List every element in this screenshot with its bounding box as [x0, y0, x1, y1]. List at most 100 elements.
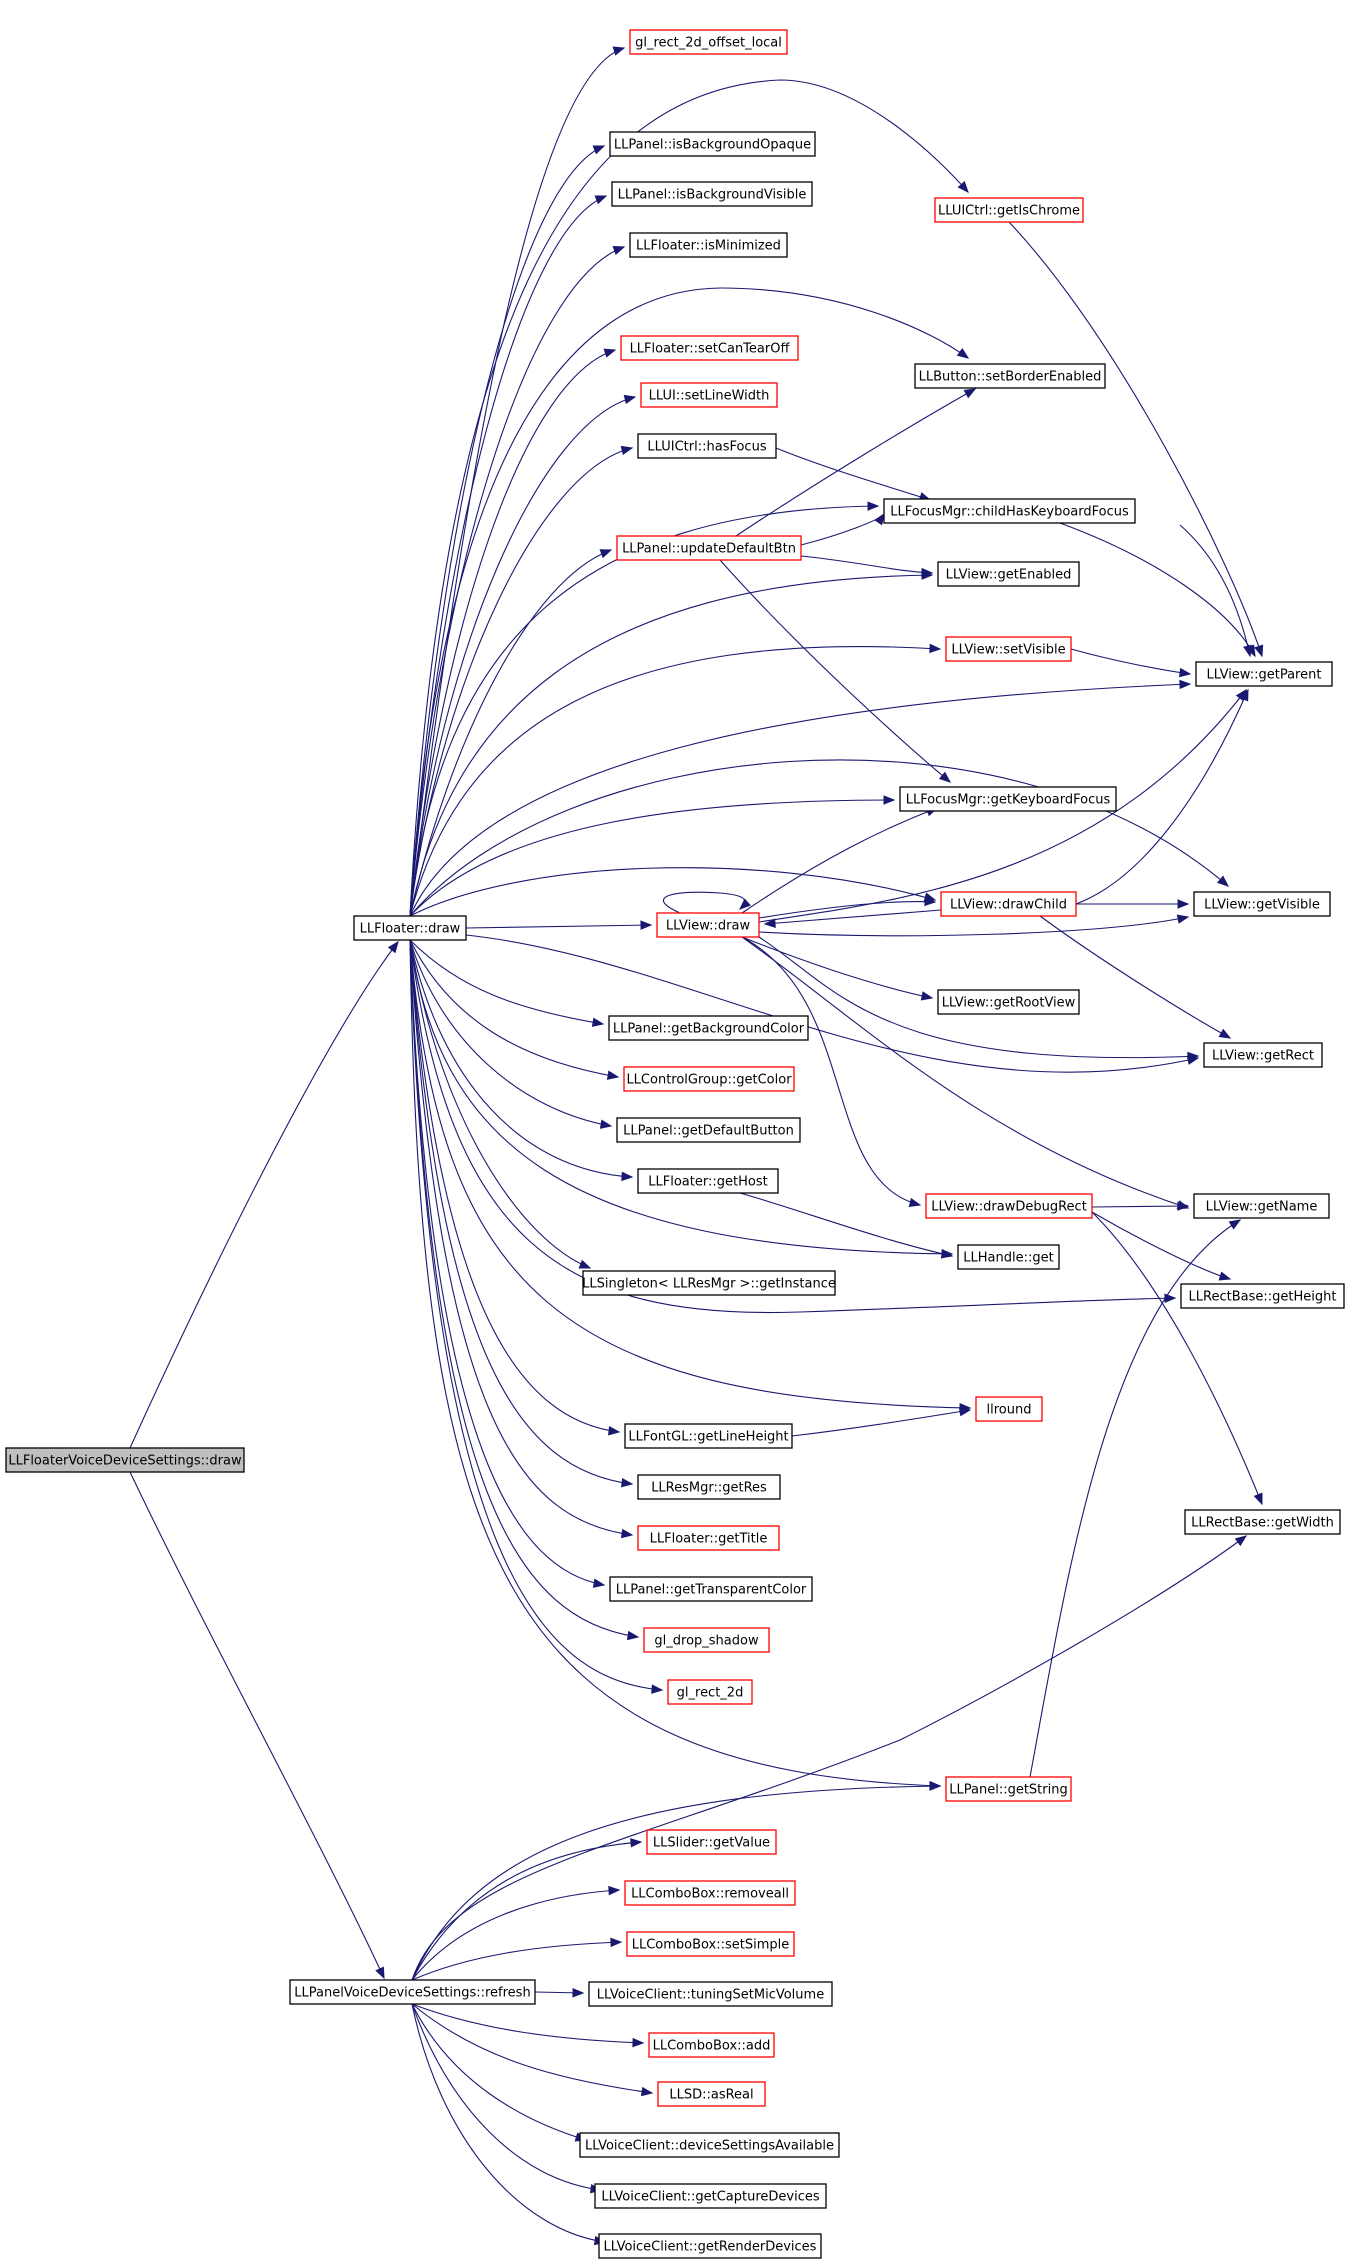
node-refresh: LLPanelVoiceDeviceSettings::refresh: [289, 1979, 536, 2005]
edge-upd-to-enabled: [800, 555, 934, 578]
node-rect: LLView::getRect: [1203, 1042, 1323, 1068]
edge-dchild-to-visible: [1076, 899, 1190, 909]
node-label: LLFloater::isMinimized: [636, 239, 781, 254]
edge-fdraw-to-title: [409, 939, 634, 1539]
node-getRes: LLResMgr::getRes: [637, 1474, 781, 1500]
node-label: LLFloater::setCanTearOff: [630, 342, 791, 357]
node-label: LLPanelVoiceDeviceSettings::refresh: [294, 1986, 530, 2001]
node-setSimple[interactable]: LLComboBox::setSimple: [626, 1931, 795, 1957]
edge-fdraw-to-vdraw: [465, 920, 653, 930]
edge-vdraw-to-dbg: [741, 936, 922, 1208]
node-upd[interactable]: LLPanel::updateDefaultBtn: [616, 535, 802, 561]
edge-fdraw-to-singleton: [409, 939, 592, 1269]
node-label: LLPanel::getTransparentColor: [616, 1583, 807, 1598]
node-label: LLView::drawDebugRect: [931, 1200, 1087, 1215]
node-label: LLFloater::draw: [360, 922, 461, 937]
node-label: LLVoiceClient::getCaptureDevices: [601, 2190, 820, 2205]
node-label: gl_rect_2d: [677, 1686, 744, 1701]
node-cgColor[interactable]: LLControlGroup::getColor: [623, 1066, 795, 1092]
node-singleton: LLSingleton< LLResMgr >::getInstance: [582, 1270, 836, 1296]
node-label: LLVoiceClient::deviceSettingsAvailable: [585, 2139, 834, 2154]
node-getString[interactable]: LLPanel::getString: [945, 1776, 1072, 1802]
node-shadow[interactable]: gl_drop_shadow: [643, 1627, 770, 1653]
node-tear[interactable]: LLFloater::setCanTearOff: [620, 335, 799, 361]
node-gl_off[interactable]: gl_rect_2d_offset_local: [629, 29, 788, 55]
node-childKF: LLFocusMgr::childHasKeyboardFocus: [883, 498, 1136, 524]
edge-fdraw-to-childKF: [409, 501, 880, 917]
node-sliderVal[interactable]: LLSlider::getValue: [646, 1829, 777, 1855]
node-label: gl_rect_2d_offset_local: [635, 36, 782, 51]
edge-fdraw-to-setVis: [409, 643, 942, 917]
node-label: LLUI::setLineWidth: [649, 389, 770, 404]
edge-vdraw-to-rootView: [741, 936, 934, 1001]
node-dchild[interactable]: LLView::drawChild: [940, 891, 1077, 917]
edge-vdraw-to-name: [741, 936, 1190, 1210]
node-dbg[interactable]: LLView::drawDebugRect: [925, 1193, 1093, 1219]
edge-fdraw-to-transp: [409, 939, 606, 1588]
edge-vdraw-to-rect: [758, 936, 1200, 1062]
edge-vdraw-to-visible: [758, 914, 1190, 937]
node-fdraw: LLFloater::draw: [353, 915, 467, 941]
node-name: LLView::getName: [1193, 1193, 1330, 1219]
node-rect2d[interactable]: gl_rect_2d: [667, 1679, 753, 1705]
node-label: LLView::getName: [1206, 1200, 1318, 1215]
node-width: LLRectBase::getWidth: [1184, 1509, 1341, 1535]
edge-dbg-to-name: [1091, 1201, 1190, 1211]
node-llround[interactable]: llround: [975, 1396, 1043, 1422]
node-handle: LLHandle::get: [957, 1244, 1060, 1270]
edge-setVis-to-parent: [1070, 648, 1192, 678]
node-bgOpaque: LLPanel::isBackgroundOpaque: [609, 131, 816, 157]
node-label: LLFloater::getTitle: [650, 1532, 768, 1547]
node-renDev: LLVoiceClient::getRenderDevices: [598, 2233, 822, 2259]
node-title[interactable]: LLFloater::getTitle: [637, 1525, 780, 1551]
node-lineW[interactable]: LLUI::setLineWidth: [640, 382, 778, 408]
node-label: LLRectBase::getWidth: [1191, 1516, 1334, 1531]
edge-fdraw-to-rect: [465, 934, 1200, 1073]
edge-fdraw-to-visible: [409, 759, 1230, 917]
node-bgColor: LLPanel::getBackgroundColor: [608, 1015, 809, 1041]
edge-fdraw-to-host: [409, 939, 634, 1182]
node-cbAdd[interactable]: LLComboBox::add: [648, 2032, 775, 2058]
edge-refresh-to-micVol: [534, 1988, 585, 1998]
node-removeall[interactable]: LLComboBox::removeall: [624, 1880, 796, 1906]
node-chrome[interactable]: LLUICtrl::getIsChrome: [934, 197, 1084, 223]
node-label: LLPanel::getBackgroundColor: [613, 1022, 805, 1037]
node-root: LLFloaterVoiceDeviceSettings::draw: [5, 1447, 245, 1473]
node-capDev: LLVoiceClient::getCaptureDevices: [594, 2183, 827, 2209]
edge-refresh-to-devAvail: [411, 2003, 588, 2142]
edge-fdraw-to-defBtn: [409, 939, 613, 1129]
edge-fdraw-to-gl_off: [409, 46, 626, 917]
node-visible: LLView::getVisible: [1193, 891, 1331, 917]
node-height: LLRectBase::getHeight: [1180, 1283, 1345, 1309]
node-lineH: LLFontGL::getLineHeight: [624, 1423, 793, 1449]
edge-vdraw-to-kf: [741, 807, 939, 914]
node-label: LLView::getRect: [1212, 1049, 1314, 1064]
node-micVol: LLVoiceClient::tuningSetMicVolume: [588, 1981, 833, 2007]
node-label: LLResMgr::getRes: [651, 1481, 767, 1496]
edge-refresh-to-setSimple: [411, 1937, 623, 1981]
node-label: LLSD::asReal: [669, 2088, 753, 2103]
node-label: LLRectBase::getHeight: [1189, 1290, 1337, 1305]
edge-fdraw-to-isMin: [409, 246, 626, 917]
node-label: LLView::drawChild: [950, 898, 1067, 913]
node-label: LLSingleton< LLResMgr >::getInstance: [582, 1277, 836, 1292]
node-label: LLUICtrl::getIsChrome: [938, 204, 1080, 219]
node-label: LLFloaterVoiceDeviceSettings::draw: [8, 1454, 242, 1469]
node-label: LLPanel::isBackgroundOpaque: [614, 138, 811, 153]
edge-fdraw-to-border: [409, 287, 970, 917]
node-label: LLView::setVisible: [951, 643, 1065, 658]
node-setVis[interactable]: LLView::setVisible: [945, 636, 1072, 662]
node-devAvail: LLVoiceClient::deviceSettingsAvailable: [579, 2132, 840, 2158]
edge-vdraw-to-vdraw: [663, 891, 751, 914]
node-label: LLView::getParent: [1207, 668, 1322, 683]
edge-lineH-to-llround: [791, 1406, 972, 1437]
edge-refresh-to-removeall: [411, 1885, 621, 1981]
node-vdraw[interactable]: LLView::draw: [656, 912, 760, 938]
node-border: LLButton::setBorderEnabled: [914, 363, 1106, 389]
node-label: LLSlider::getValue: [653, 1836, 770, 1851]
node-label: LLPanel::isBackgroundVisible: [618, 188, 807, 203]
node-rootView: LLView::getRootView: [937, 989, 1080, 1015]
edge-fdraw-to-tear: [409, 348, 617, 917]
node-label: LLVoiceClient::getRenderDevices: [604, 2240, 817, 2255]
node-asReal[interactable]: LLSD::asReal: [657, 2081, 766, 2107]
